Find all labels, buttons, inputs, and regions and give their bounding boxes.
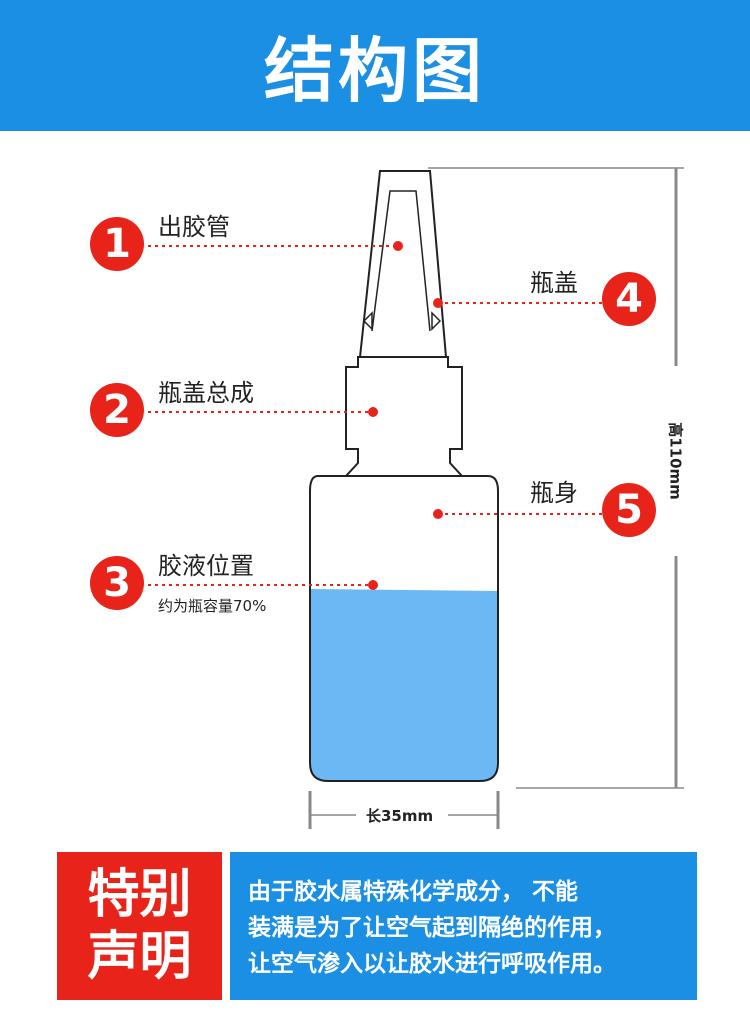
height-dimension-label: 高110mm [666,422,685,500]
callout-badge-4: 4 [602,272,656,326]
cap-assembly [343,356,465,477]
notice-title-line2: 声明 [87,927,192,987]
callout-badge-3: 3 [90,556,144,610]
page-title: 结构图 [264,30,486,112]
header-banner: 结构图 [0,0,750,131]
marker-dot [393,241,403,251]
marker-dot [368,407,378,417]
nozzle-inner [371,190,431,332]
bottle-body [309,475,499,782]
callout-label-cap: 瓶盖 [530,269,578,297]
callout-badge-2: 2 [90,383,144,437]
notice-title-line1: 特别 [87,865,192,925]
callout-label-glue-level: 胶液位置 [158,552,254,580]
nozzle [358,170,448,358]
structure-diagram: 1 出胶管 2 瓶盖总成 3 胶液位置 约为瓶容量70% 4 瓶盖 5 瓶身 高… [0,131,750,851]
callout-badge-1: 1 [90,217,144,271]
callout-label-cap-assembly: 瓶盖总成 [158,379,254,407]
marker-dot [368,580,378,590]
callout-badge-5: 5 [602,483,656,537]
notice-text-box: 由于胶水属特殊化学成分， 不能 装满是为了让空气起到隔绝的作用， 让空气渗入以让… [230,852,697,1000]
callout-label-nozzle: 出胶管 [158,213,230,241]
width-dimension-label: 长35mm [366,807,434,825]
marker-dot [433,298,443,308]
liquid-fill [310,589,498,781]
bottle-illustration [148,167,684,829]
marker-dot [433,509,443,519]
callout-label-body: 瓶身 [530,479,578,507]
callout-sublabel-capacity: 约为瓶容量70% [158,597,267,615]
notice-title-box: 特别 声明 [57,852,222,1000]
